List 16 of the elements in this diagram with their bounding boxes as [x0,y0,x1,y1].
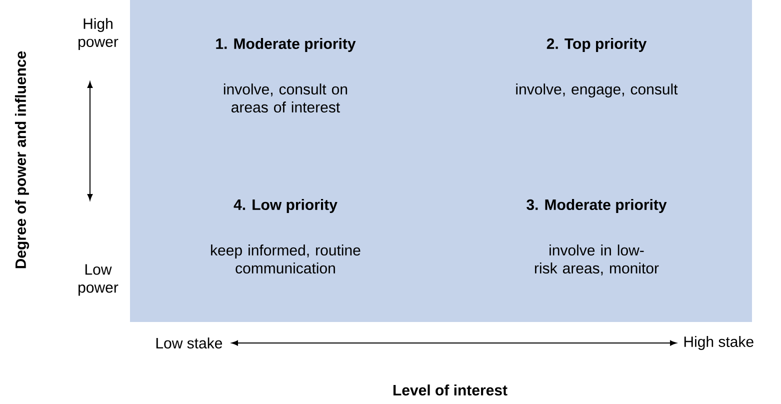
quadrant-box: 3. Moderate priority involve in low-risk areas, monitor [441,161,752,322]
node-label: 1. Moderate priority [216,38,356,52]
node-label: 3. Moderate priority [526,199,667,213]
axis-title: Degree of power and influence [14,51,30,268]
node-label: 4. Low priority [234,199,338,213]
node-label: involve, engage, consult [516,84,678,98]
axis-label: High stake [684,336,754,350]
axis-label: Low stake [156,338,222,348]
node-label: involve, consult on areas of interest [224,84,348,113]
node-label: involve in low-risk areas, monitor [534,244,659,276]
axis-title: Level of interest [394,384,508,396]
quadrant-box: 1. Moderate priority involve, consult on areas of interest [130,0,441,161]
node-label: keep informed, routine communication [211,244,360,274]
quadrant-box: 2. Top priority involve, engage, consult [441,0,752,161]
quadrant-box: 4. Low priority keep informed, routine communication [130,161,441,322]
node-label: 2. Top priority [546,38,647,52]
